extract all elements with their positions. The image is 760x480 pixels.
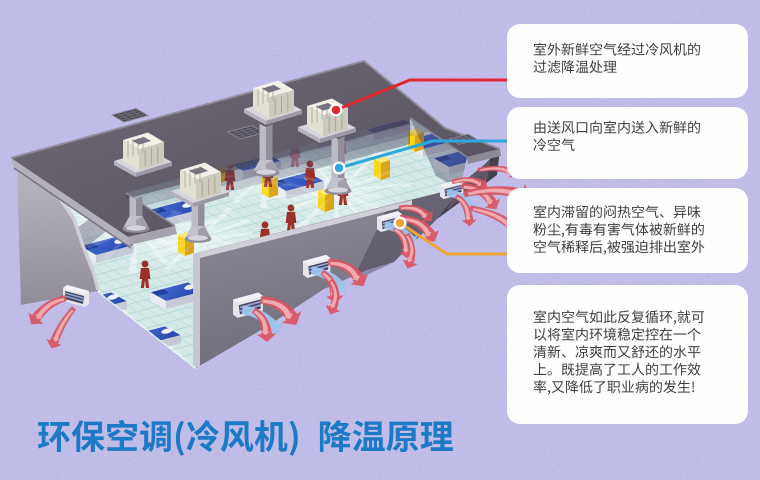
infographic-environmental-ac-cooling-principle: 室外新鲜空气经过冷风机的过滤降温处理由送风口向室内送入新鲜的冷空气室内滞留的闷热… <box>0 0 760 480</box>
grain-overlay <box>0 0 760 480</box>
scene <box>0 0 760 480</box>
